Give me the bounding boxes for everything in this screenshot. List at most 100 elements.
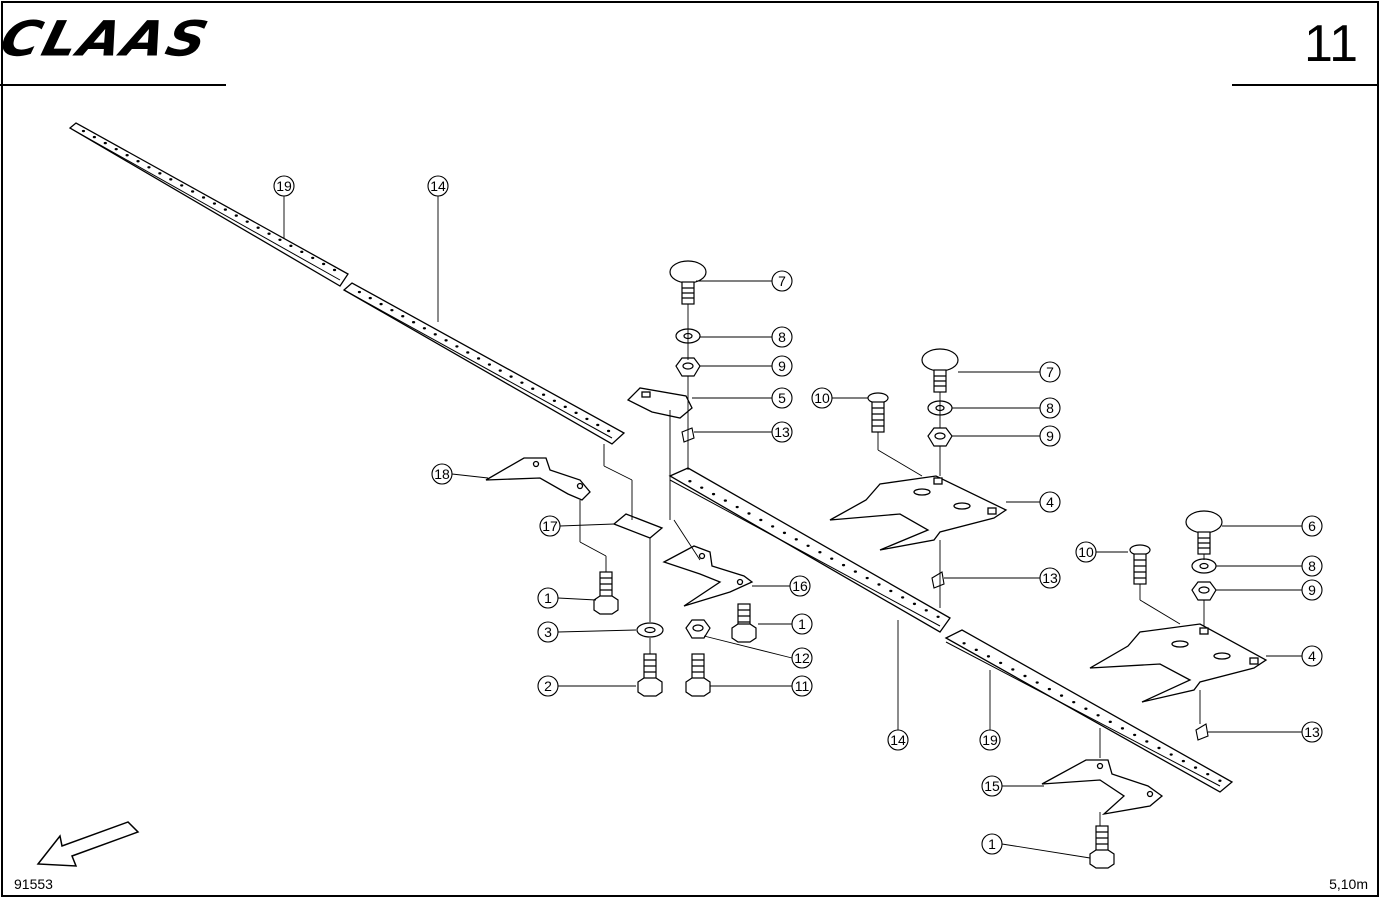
callout-number: 6	[1308, 518, 1316, 534]
header-rule-right	[1232, 84, 1378, 86]
callout-4: 4	[1301, 645, 1323, 667]
callout-8: 8	[1301, 555, 1323, 577]
callout-15: 15	[981, 775, 1003, 797]
callout-17: 17	[539, 515, 561, 537]
wear-strip-19-lower	[944, 629, 1234, 793]
shim-17	[612, 513, 664, 539]
callout-number: 18	[434, 466, 450, 482]
spring-plate-16	[662, 545, 754, 607]
hex-bolt-2	[637, 653, 663, 697]
callout-19: 19	[273, 175, 295, 197]
callout-number: 12	[794, 650, 810, 666]
carriage-bolt-7-right	[921, 348, 959, 393]
callout-number: 10	[1078, 544, 1094, 560]
callout-number: 13	[774, 424, 790, 440]
direction-arrow	[36, 821, 140, 867]
callout-9: 9	[771, 355, 793, 377]
callout-number: 2	[544, 678, 552, 694]
callout-7: 7	[771, 270, 793, 292]
nut-9-lower	[1191, 581, 1217, 601]
callout-4: 4	[1039, 491, 1061, 513]
callout-number: 13	[1304, 724, 1320, 740]
carriage-bolt-7-left	[669, 260, 707, 305]
callout-8: 8	[771, 326, 793, 348]
callout-1: 1	[981, 833, 1003, 855]
header-rule-left	[0, 84, 226, 86]
callout-14: 14	[427, 175, 449, 197]
spring-plate-15	[1041, 759, 1164, 816]
callout-number: 1	[988, 836, 996, 852]
callout-number: 7	[778, 273, 786, 289]
washer-8-lower	[1191, 558, 1217, 574]
hex-bolt-1-left	[593, 571, 619, 615]
carriage-bolt-6	[1185, 510, 1223, 555]
callout-19: 19	[979, 729, 1001, 751]
knife-guard-upper	[829, 475, 1008, 551]
callout-14: 14	[887, 729, 909, 751]
nut-9-right	[927, 427, 953, 447]
callout-number: 16	[792, 578, 808, 594]
callout-6: 6	[1301, 515, 1323, 537]
washer-3	[636, 622, 664, 638]
callout-number: 1	[544, 590, 552, 606]
nut-12	[685, 619, 711, 639]
callout-number: 17	[542, 518, 558, 534]
callout-13: 13	[1039, 567, 1061, 589]
callout-number: 9	[778, 358, 786, 374]
callout-number: 4	[1046, 494, 1054, 510]
callout-2: 2	[537, 675, 559, 697]
assembly-lines	[579, 304, 1205, 826]
callout-1: 1	[537, 587, 559, 609]
callout-11: 11	[791, 675, 813, 697]
callout-number: 7	[1046, 364, 1054, 380]
bracket-5	[626, 387, 693, 419]
callout-9: 9	[1039, 425, 1061, 447]
callout-18: 18	[431, 463, 453, 485]
callout-number: 14	[890, 732, 906, 748]
scale-note: 5,10m	[1329, 876, 1368, 892]
countersunk-bolt-10-lower	[1129, 544, 1151, 585]
callout-10: 10	[811, 387, 833, 409]
callout-number: 8	[1308, 558, 1316, 574]
clip-13-set	[681, 427, 1209, 741]
callout-1: 1	[791, 613, 813, 635]
callout-9: 9	[1301, 579, 1323, 601]
callout-number: 9	[1046, 428, 1054, 444]
knife-bar-14	[668, 467, 951, 633]
callout-number: 15	[984, 778, 1000, 794]
callout-13: 13	[1301, 721, 1323, 743]
callout-number: 11	[795, 678, 810, 694]
callout-8: 8	[1039, 397, 1061, 419]
callout-5: 5	[771, 387, 793, 409]
drawing-id: 91553	[14, 876, 53, 892]
callout-number: 8	[778, 329, 786, 345]
callout-number: 3	[544, 624, 552, 640]
knife-guard-lower	[1089, 623, 1268, 703]
callout-number: 14	[430, 178, 446, 194]
callout-number: 19	[982, 732, 998, 748]
callout-number: 19	[276, 178, 292, 194]
wear-strip-upper	[68, 122, 349, 287]
callout-number: 13	[1042, 570, 1058, 586]
callout-number: 4	[1308, 648, 1316, 664]
nut-9-left	[675, 357, 701, 377]
callout-10: 10	[1075, 541, 1097, 563]
callout-number: 9	[1308, 582, 1316, 598]
callout-13: 13	[771, 421, 793, 443]
hex-bolt-11	[685, 653, 711, 697]
hex-bolt-1-middle	[731, 603, 757, 643]
callout-16: 16	[789, 575, 811, 597]
callout-number: 10	[814, 390, 830, 406]
page-number: 11	[1304, 15, 1358, 73]
leader-lines	[283, 196, 1302, 859]
hex-bolt-1-lower	[1089, 825, 1115, 869]
callout-3: 3	[537, 621, 559, 643]
callout-number: 5	[778, 390, 786, 406]
callout-number: 8	[1046, 400, 1054, 416]
spring-plate-18	[485, 457, 591, 501]
callout-12: 12	[791, 647, 813, 669]
wear-strip-14-upper	[342, 282, 626, 445]
